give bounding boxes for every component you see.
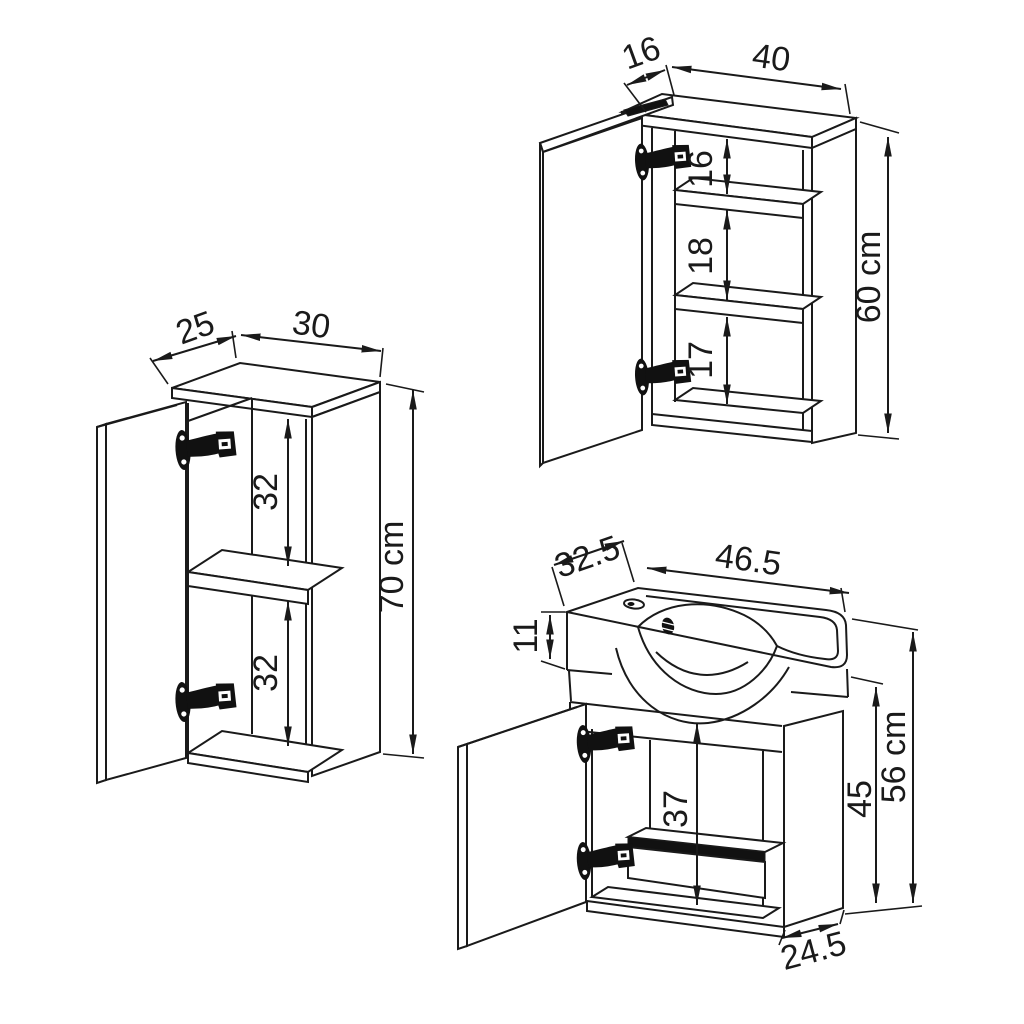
height-label: 70 cm bbox=[373, 521, 411, 614]
cabinet-left-carcass bbox=[171, 361, 381, 784]
hinge-icon bbox=[174, 678, 238, 723]
total-height-label: 56 cm bbox=[875, 711, 913, 804]
interior-ceiling-edge bbox=[187, 397, 253, 422]
bowl-far-rim bbox=[637, 603, 778, 647]
height-label: 60 cm bbox=[850, 231, 888, 324]
cabinet-right-dimensions: 16 40 60 cm 16 18 17 bbox=[617, 29, 900, 440]
width-label: 30 bbox=[290, 304, 333, 347]
floor-top bbox=[672, 386, 824, 415]
compartment-label: 32 bbox=[247, 654, 285, 692]
right-side-panel bbox=[311, 390, 381, 778]
cabinet-left-door bbox=[96, 400, 238, 785]
width-dimension-arrow bbox=[671, 65, 842, 91]
vanity-dimensions: 32.5 46.5 11 37 45 56 cm 24.5 bbox=[507, 528, 923, 978]
door-edge bbox=[539, 142, 544, 469]
door-panel bbox=[466, 702, 587, 948]
depth-dimension-arrow bbox=[553, 540, 625, 566]
overflow-hole-icon bbox=[661, 617, 675, 635]
faucet-hole-center bbox=[627, 602, 635, 606]
shelf-front bbox=[674, 188, 804, 220]
extension-lines bbox=[623, 64, 900, 440]
width-label: 46.5 bbox=[713, 537, 784, 584]
vanity-door bbox=[457, 702, 636, 951]
depth-label: 25 bbox=[171, 304, 220, 353]
depth-label: 16 bbox=[617, 29, 666, 78]
hinge-icon bbox=[174, 426, 238, 471]
wall-cabinet-left: 25 30 70 cm 32 32 bbox=[96, 304, 425, 785]
door-top-edge bbox=[457, 706, 578, 748]
shelf-front bbox=[674, 293, 804, 325]
bottom-panel-front bbox=[651, 412, 813, 444]
door-top-edge bbox=[96, 404, 178, 428]
hinge-icon bbox=[575, 721, 636, 764]
door-panel bbox=[105, 400, 187, 782]
cabinet-right-carcass bbox=[618, 92, 860, 445]
basin-body-edges bbox=[566, 612, 849, 702]
shelf-front bbox=[187, 570, 309, 606]
cabinet-top-edge bbox=[569, 701, 783, 727]
basin-inner-rim bbox=[645, 595, 840, 661]
compartment-label: 16 bbox=[682, 150, 720, 188]
depth-dimension-arrow bbox=[152, 335, 237, 362]
bowl-near-rim bbox=[637, 626, 778, 696]
cabinet-height-label: 45 bbox=[841, 780, 879, 818]
compartment-label: 17 bbox=[682, 341, 720, 379]
width-label: 40 bbox=[750, 37, 793, 80]
door-edge bbox=[96, 422, 107, 785]
basin-height-label: 11 bbox=[507, 618, 545, 653]
cabinet-right-door bbox=[538, 95, 692, 469]
door-edge bbox=[457, 742, 468, 951]
bowl-inner-curve bbox=[655, 651, 749, 676]
bottom-depth-label: 24.5 bbox=[777, 924, 851, 978]
faucet-hole-icon bbox=[623, 598, 645, 610]
vanity-basin bbox=[563, 586, 849, 725]
vanity-unit: 32.5 46.5 11 37 45 56 cm 24.5 bbox=[457, 528, 923, 978]
hinge-icon bbox=[575, 838, 636, 881]
door-gap-shadow bbox=[623, 98, 669, 117]
floor-top bbox=[589, 885, 782, 920]
depth-dimension-arrow bbox=[626, 69, 666, 86]
cabinet-left-dimensions: 25 30 70 cm 32 32 bbox=[149, 304, 425, 759]
width-dimension-arrow bbox=[646, 566, 850, 595]
right-side-panel bbox=[811, 127, 857, 445]
bottom-panel-front bbox=[187, 751, 309, 784]
depth-label: 32.5 bbox=[550, 528, 625, 585]
compartment-label: 18 bbox=[682, 237, 720, 275]
interior-height-label: 37 bbox=[657, 790, 695, 828]
right-side-panel bbox=[783, 709, 844, 929]
bowl-outer-silhouette bbox=[615, 647, 790, 725]
bottom-depth-arrow bbox=[781, 923, 839, 939]
width-dimension-arrow bbox=[240, 333, 382, 353]
compartment-label: 32 bbox=[247, 473, 285, 511]
wall-cabinet-top-right: 16 40 60 cm 16 18 17 bbox=[538, 29, 900, 469]
door-panel bbox=[542, 116, 643, 465]
